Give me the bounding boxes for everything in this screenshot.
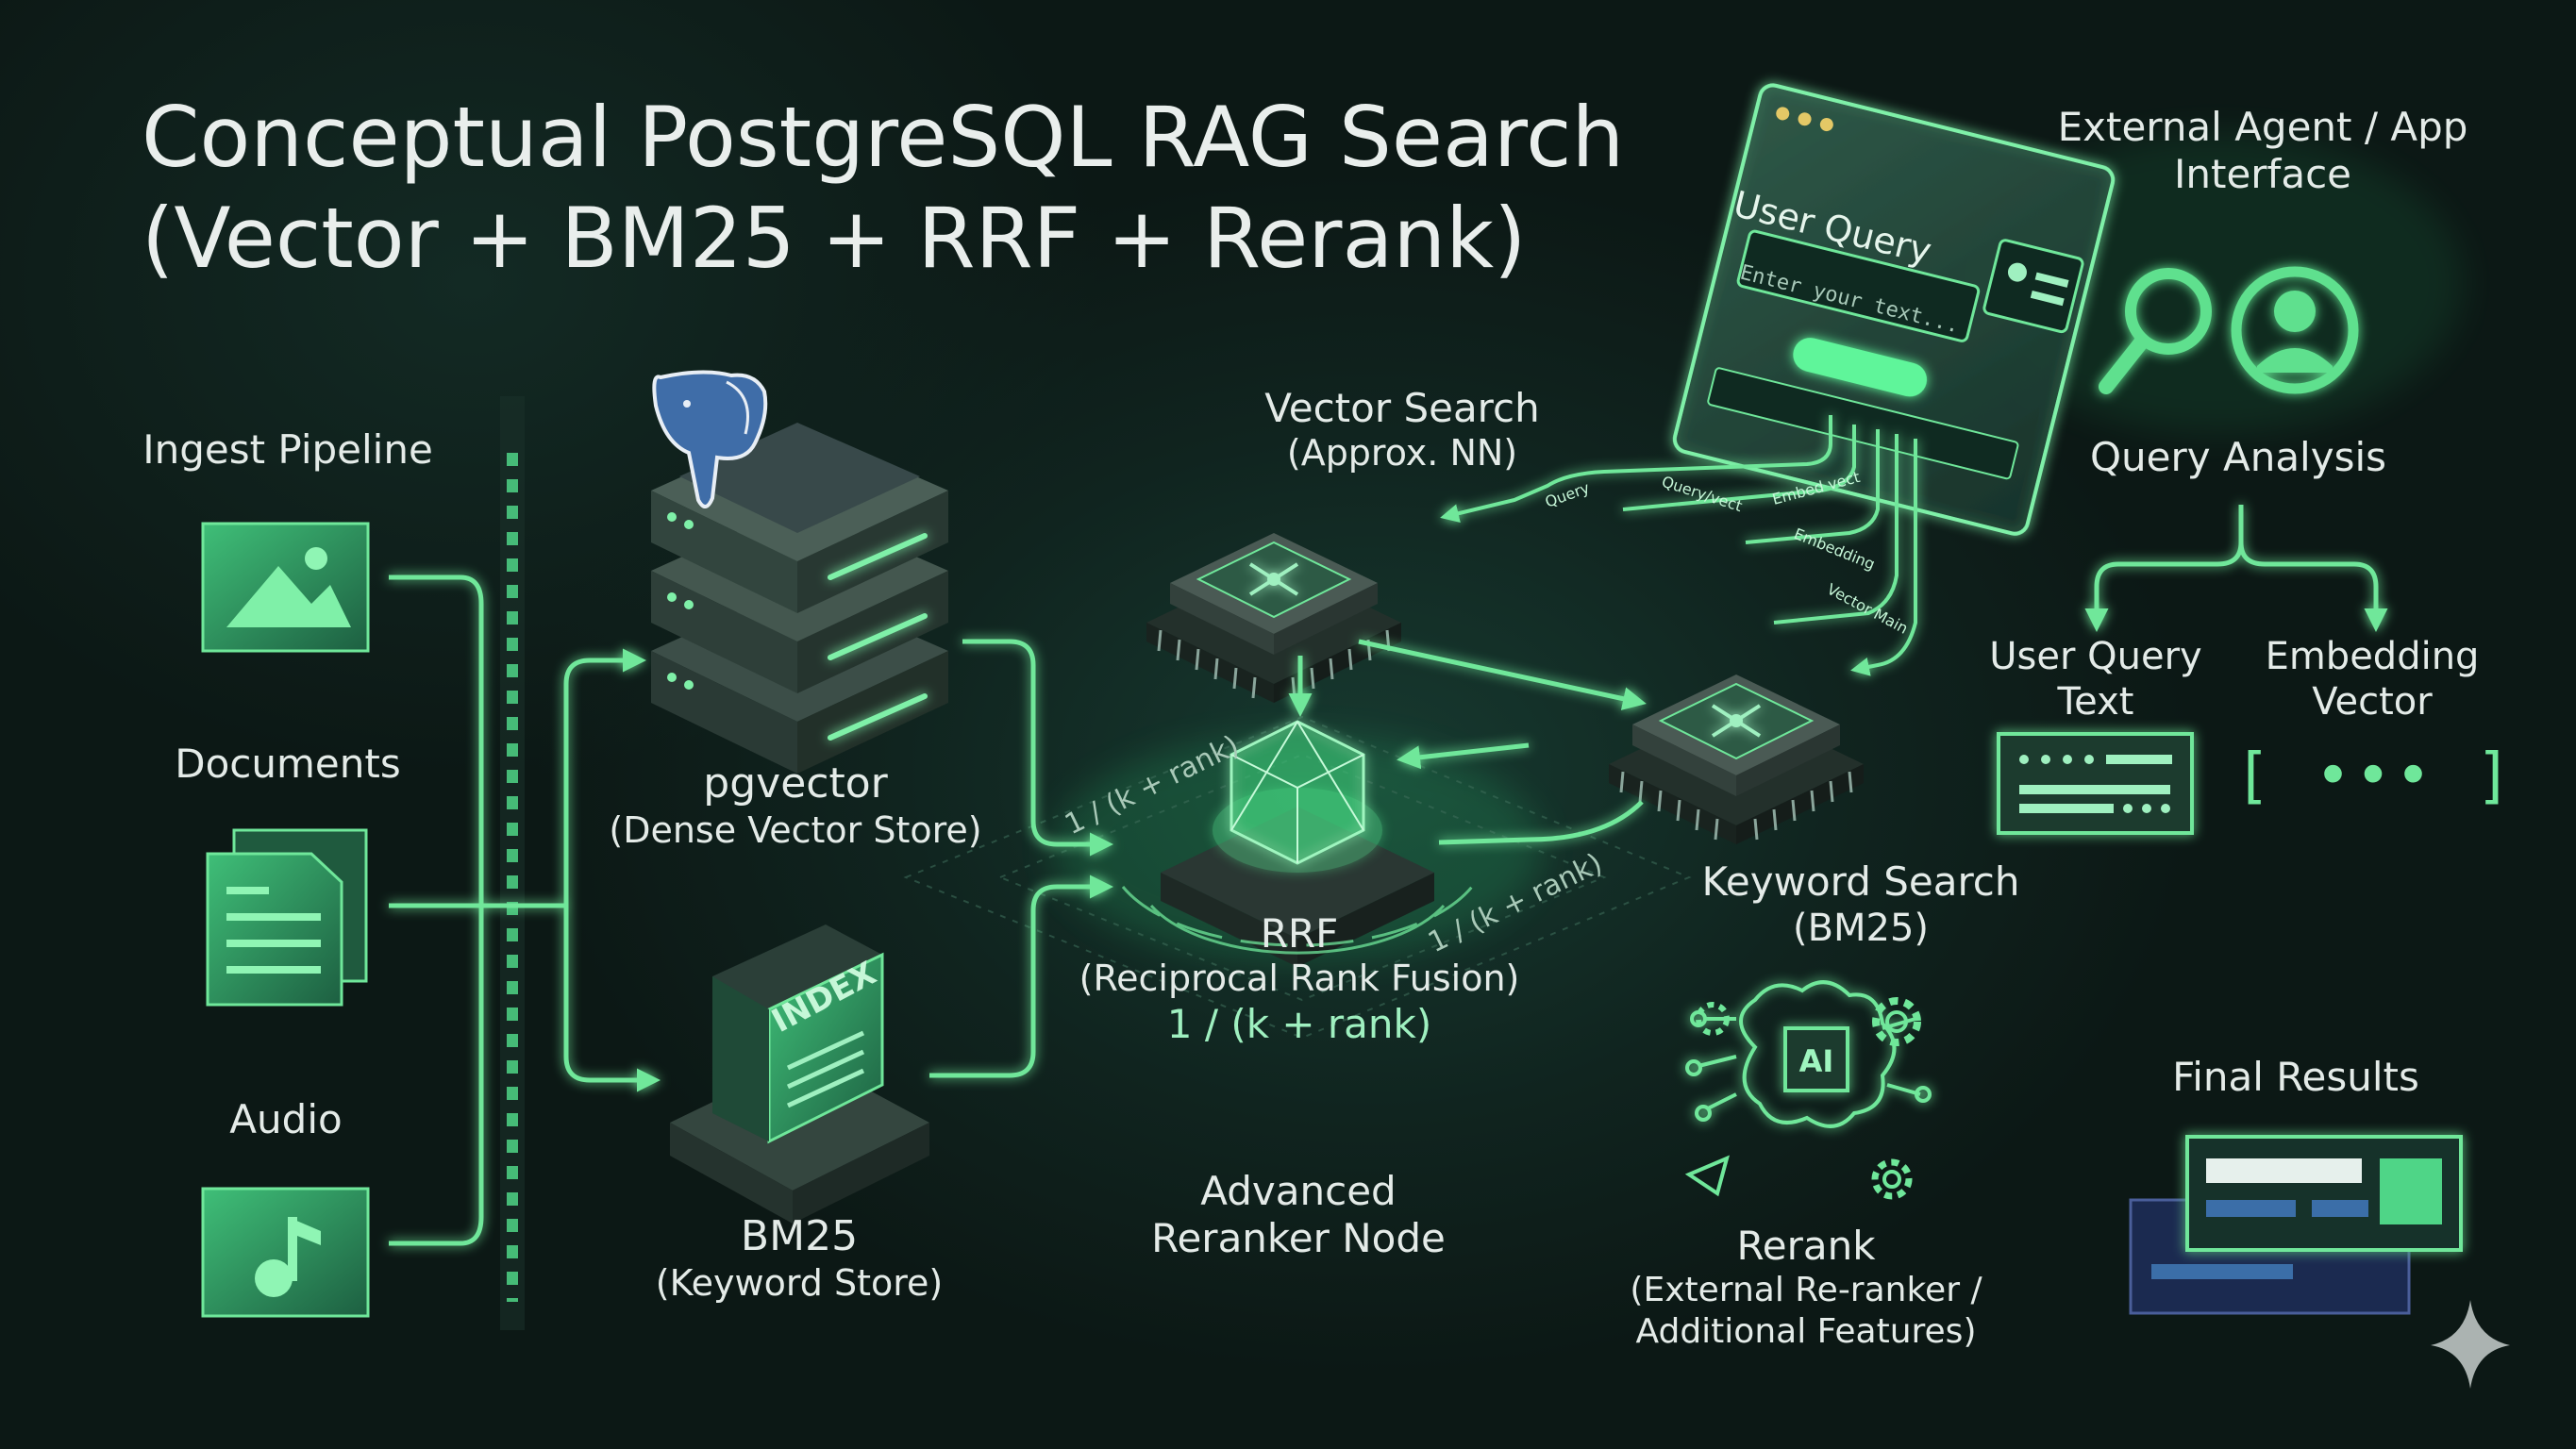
results-card-icon xyxy=(2129,1135,2463,1315)
embedding-vector-label: Embedding Vector xyxy=(2266,634,2480,724)
rerank-desc1: (External Re-ranker / xyxy=(1630,1271,1982,1310)
external-line1: External Agent / App xyxy=(2057,104,2468,150)
bm25-store-desc: (Keyword Store) xyxy=(655,1261,944,1304)
ingest-bracket xyxy=(389,575,661,1246)
pgvector-label: pgvector (Dense Vector Store) xyxy=(609,759,981,852)
external-interface-label: External Agent / App Interface xyxy=(2058,104,2468,199)
rrf-formula: 1 / (k + rank) xyxy=(1166,1000,1432,1047)
rerank-label: Rerank (External Re-ranker / Additional … xyxy=(1630,1223,1982,1352)
image-icon xyxy=(201,522,370,653)
reranker-node-line2: Reranker Node xyxy=(1151,1215,1446,1262)
index-book-icon xyxy=(670,924,929,1224)
final-results-label: Final Results xyxy=(2172,1054,2419,1100)
rrf-name: RRF xyxy=(1260,910,1339,957)
page-title-line2: (Vector + BM25 + RRF + Rerank) xyxy=(142,190,1527,288)
user-query-panel xyxy=(1672,83,2116,536)
rerank-name: Rerank xyxy=(1736,1223,1876,1269)
sparkle-icon xyxy=(2431,1300,2510,1389)
rrf-desc: (Reciprocal Rank Fusion) xyxy=(1079,958,1520,1000)
connector-label-embedding: Embedding xyxy=(1792,525,1878,574)
arrow-cursor-icon xyxy=(1684,1155,1731,1197)
documents-label: Documents xyxy=(175,741,401,787)
page-title-line1: Conceptual PostgreSQL RAG Search xyxy=(142,89,1625,186)
rerank-desc2: Additional Features) xyxy=(1635,1311,1977,1351)
external-line2: Interface xyxy=(2173,151,2352,198)
reranker-node-label: Advanced Reranker Node xyxy=(1151,1168,1446,1263)
user-query-text-line1: User Query xyxy=(1989,635,2202,678)
chip-icon xyxy=(1609,675,1864,844)
keyword-search-label: Keyword Search (BM25) xyxy=(1701,858,2019,951)
query-analysis-label: Query Analysis xyxy=(2089,434,2387,480)
chip-icon xyxy=(1146,533,1401,703)
postgresql-elephant-icon xyxy=(652,370,768,508)
ingest-pipeline-bar xyxy=(500,396,525,1330)
embedding-vector-line1: Embedding xyxy=(2265,635,2480,678)
ai-chip-label: AI xyxy=(1799,1043,1834,1079)
user-query-text-label: User Query Text xyxy=(1989,634,2201,724)
pgvector-desc: (Dense Vector Store) xyxy=(609,808,982,851)
pgvector-name: pgvector xyxy=(703,759,888,808)
keyword-search-name: Keyword Search xyxy=(1701,858,2020,905)
brain-ai-icon xyxy=(1685,980,1932,1128)
connector-label-query-vect: Query/vect xyxy=(1660,473,1745,515)
user-query-text-line2: Text xyxy=(2057,680,2134,724)
rrf-rings xyxy=(1121,886,1474,955)
rrf-label: RRF (Reciprocal Rank Fusion) 1 / (k + ra… xyxy=(1079,910,1520,1048)
bm25-store-label: BM25 (Keyword Store) xyxy=(656,1212,943,1305)
ingest-pipeline-label: Ingest Pipeline xyxy=(142,426,433,473)
audio-label: Audio xyxy=(229,1096,343,1142)
gear-icon xyxy=(1871,1158,1913,1200)
vector-search-name: Vector Search xyxy=(1264,385,1540,431)
magnifier-icon xyxy=(2099,268,2212,394)
text-card-icon xyxy=(1997,732,2194,835)
query-ribbons xyxy=(1440,415,1917,676)
reranker-node-line1: Advanced xyxy=(1200,1168,1397,1214)
embedding-vector-glyph: [ ••• ] xyxy=(2234,741,2516,811)
vector-search-desc: (Approx. NN) xyxy=(1286,432,1518,475)
rrf-guide-lines xyxy=(903,715,1692,1040)
bm25-store-name: BM25 xyxy=(740,1212,859,1260)
search-connectors xyxy=(1288,639,1647,845)
document-icon xyxy=(206,828,368,1007)
store-connectors xyxy=(929,639,1113,1078)
query-analysis-fork xyxy=(2084,505,2388,632)
connector-label-vector-main: Vector Main xyxy=(1824,580,1911,638)
gear-icon xyxy=(1872,997,1921,1046)
gear-icon xyxy=(1696,1002,1730,1036)
embedding-vector-line2: Vector xyxy=(2312,680,2433,724)
vector-search-label: Vector Search (Approx. NN) xyxy=(1264,385,1539,475)
cube-icon xyxy=(1161,720,1434,967)
page-title: Conceptual PostgreSQL RAG Search (Vector… xyxy=(142,87,1624,290)
user-icon xyxy=(2231,266,2359,394)
keyword-search-desc: (BM25) xyxy=(1792,907,1930,951)
music-note-icon xyxy=(201,1187,370,1318)
